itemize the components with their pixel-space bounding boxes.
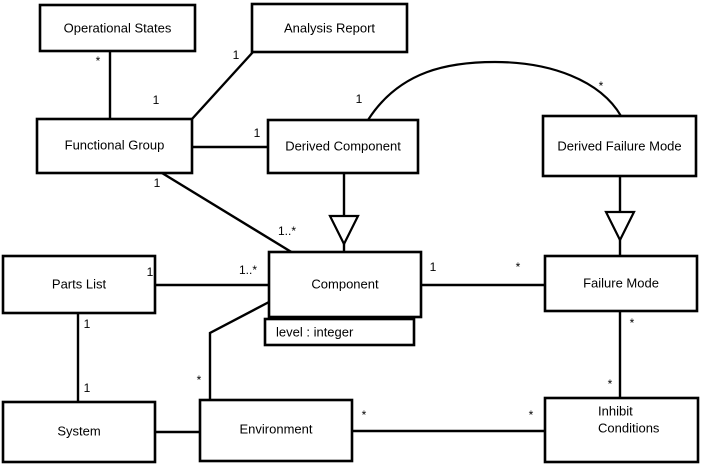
generalization-arrow-failure-mode — [604, 210, 636, 243]
association-lines — [76, 51, 622, 434]
class-label-inhibit-conditions-line2: Conditions — [598, 420, 660, 435]
multiplicity-label-operational-states-star: * — [96, 54, 101, 68]
class-attribute-box-component[interactable] — [263, 317, 416, 347]
association-analysis-report-functional-group[interactable] — [191, 51, 254, 120]
class-box-derived-component[interactable] — [266, 118, 420, 175]
class-label-parts-list: Parts List — [52, 276, 107, 291]
multiplicity-label-environment-right-star: * — [362, 408, 367, 422]
association-component-environment[interactable] — [208, 300, 270, 400]
multiplicity-label-component-left-one-star: 1..* — [239, 263, 257, 277]
class-label-operational-states: Operational States — [64, 20, 172, 35]
class-label-derived-component: Derived Component — [285, 138, 401, 153]
generalization-arrow-component — [328, 214, 360, 247]
class-box-failure-mode[interactable] — [543, 254, 699, 313]
multiplicity-label-component-right-one: 1 — [430, 260, 437, 274]
multiplicity-label-failure-mode-bottom-star: * — [630, 316, 635, 330]
class-component[interactable]: level : integer Component — [263, 250, 423, 347]
class-box-functional-group[interactable] — [35, 117, 194, 175]
multiplicity-label-functional-group-bottom-one: 1 — [154, 176, 161, 190]
multiplicity-label-system-top-one: 1 — [84, 381, 91, 395]
class-environment[interactable]: Environment — [198, 398, 354, 463]
multiplicity-labels: * 1 1 1 1 * 1 1..* 1 1..* 1 * 1 1 * * * … — [84, 48, 635, 422]
multiplicity-label-inhibit-conditions-top-star: * — [608, 377, 613, 391]
multiplicity-label-component-topleft-one-star: 1..* — [278, 224, 296, 238]
class-box-operational-states[interactable] — [38, 3, 197, 53]
class-operational-states[interactable]: Operational States — [38, 3, 197, 53]
generalization-links — [328, 173, 636, 256]
multiplicity-label-analysis-report-one: 1 — [233, 48, 240, 62]
class-functional-group[interactable]: Functional Group — [35, 117, 194, 175]
class-derived-failure-mode[interactable]: Derived Failure Mode — [541, 114, 698, 178]
class-label-component: Component — [311, 276, 379, 291]
class-box-component[interactable] — [267, 250, 423, 319]
class-derived-component[interactable]: Derived Component — [266, 118, 420, 175]
class-analysis-report[interactable]: Analysis Report — [250, 2, 409, 54]
class-box-environment[interactable] — [198, 398, 354, 463]
class-label-analysis-report: Analysis Report — [284, 20, 375, 35]
multiplicity-label-curve-one: 1 — [356, 92, 363, 106]
class-parts-list[interactable]: Parts List — [1, 254, 157, 315]
class-label-failure-mode: Failure Mode — [583, 275, 659, 290]
class-label-environment: Environment — [240, 421, 313, 436]
multiplicity-label-environment-left-star: * — [197, 373, 202, 387]
class-label-functional-group: Functional Group — [65, 137, 165, 152]
class-box-analysis-report[interactable] — [250, 2, 409, 54]
association-functional-group-component[interactable] — [161, 171, 294, 255]
multiplicity-label-parts-list-bottom-one: 1 — [84, 317, 91, 331]
multiplicity-label-functional-group-top-one: 1 — [153, 93, 160, 107]
class-box-parts-list[interactable] — [1, 254, 157, 315]
multiplicity-label-inhibit-conditions-left-star: * — [529, 408, 534, 422]
class-system[interactable]: System — [1, 400, 157, 464]
class-box-inhibit-conditions[interactable] — [543, 396, 700, 464]
class-label-inhibit-conditions-line1: Inhibit — [598, 403, 633, 418]
class-attribute-label-component-level: level : integer — [276, 324, 354, 339]
class-box-system[interactable] — [1, 400, 157, 464]
class-label-system: System — [57, 423, 100, 438]
multiplicity-label-curve-star: * — [599, 79, 604, 93]
class-label-derived-failure-mode: Derived Failure Mode — [557, 138, 681, 153]
class-box-derived-failure-mode[interactable] — [541, 114, 698, 178]
class-inhibit-conditions[interactable]: Inhibit Conditions — [543, 396, 700, 464]
multiplicity-label-parts-list-right-one: 1 — [147, 265, 154, 279]
multiplicity-label-derived-component-one: 1 — [254, 126, 261, 140]
multiplicity-label-failure-mode-left-star: * — [516, 260, 521, 274]
association-derived-component-derived-failure-mode[interactable] — [367, 60, 622, 121]
class-failure-mode[interactable]: Failure Mode — [543, 254, 699, 313]
